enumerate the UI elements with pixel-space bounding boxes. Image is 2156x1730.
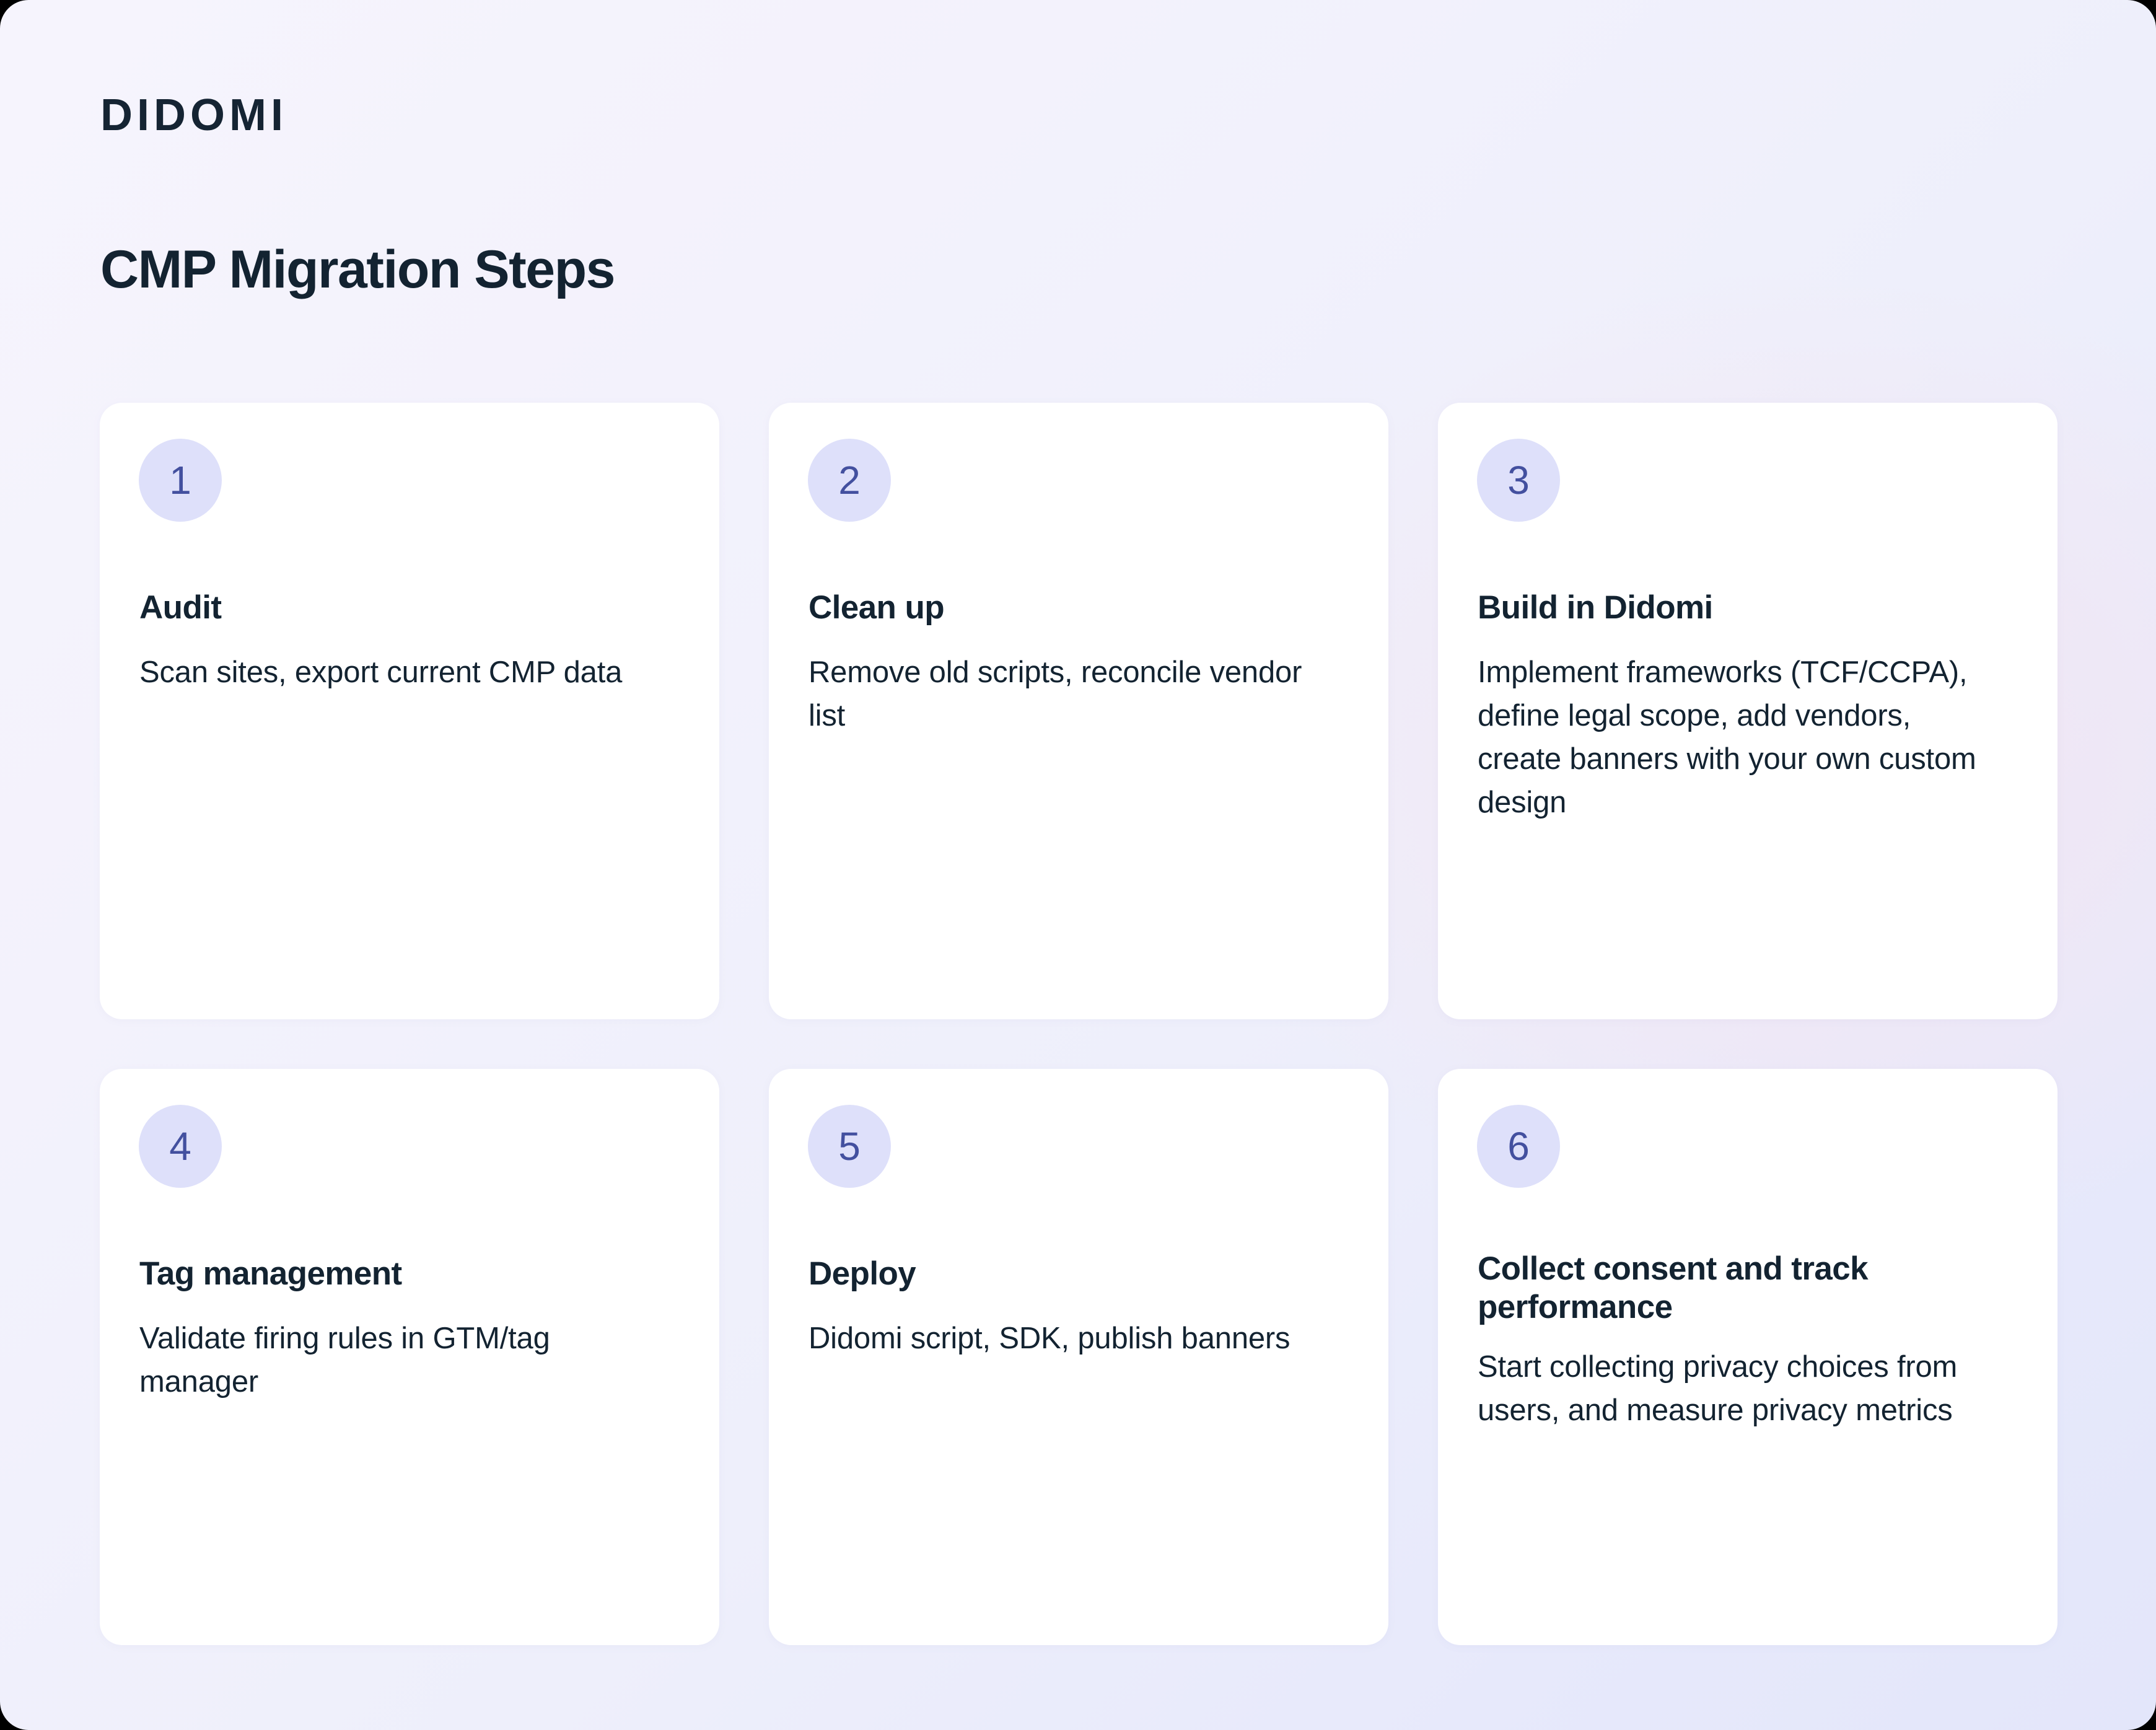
step-description-5: Didomi script, SDK, publish banners: [809, 1322, 1291, 1355]
step-description-6: Start collecting privacy choices from us…: [1478, 1350, 1958, 1428]
page-title: CMP Migration Steps: [100, 240, 616, 299]
step-number-badge-4: 4: [139, 1105, 222, 1188]
step-description-4: Validate firing rules in GTM/tag manager: [139, 1322, 550, 1399]
step-card-6: 6 Collect consent and track performance …: [1438, 1069, 2057, 1645]
step-card-5: 5 Deploy Didomi script, SDK, publish ban…: [769, 1069, 1388, 1645]
step-card-3: 3 Build in Didomi Implement frameworks (…: [1438, 403, 2057, 1019]
step-title-1: Audit: [139, 589, 222, 626]
step-title-4: Tag management: [139, 1255, 402, 1292]
step-description-3: Implement frameworks (TCF/CCPA), define …: [1478, 656, 1976, 820]
step-number-badge-2: 2: [808, 439, 891, 522]
step-number-badge-3: 3: [1477, 439, 1560, 522]
step-title-2: Clean up: [809, 589, 945, 626]
step-title-6: Collect consent and track performance: [1478, 1250, 1869, 1325]
step-description-1: Scan sites, export current CMP data: [139, 656, 623, 689]
step-description-2: Remove old scripts, reconcile vendor lis…: [809, 656, 1302, 733]
step-number-badge-5: 5: [808, 1105, 891, 1188]
step-number-badge-6: 6: [1477, 1105, 1560, 1188]
step-card-2: 2 Clean up Remove old scripts, reconcile…: [769, 403, 1388, 1019]
step-number-badge-1: 1: [139, 439, 222, 522]
step-card-4: 4 Tag management Validate firing rules i…: [100, 1069, 719, 1645]
step-title-3: Build in Didomi: [1478, 589, 1713, 626]
step-card-1: 1 Audit Scan sites, export current CMP d…: [100, 403, 719, 1019]
steps-grid: 1 Audit Scan sites, export current CMP d…: [100, 403, 2057, 1645]
step-title-5: Deploy: [809, 1255, 916, 1292]
didomi-logo: DIDOMI: [100, 90, 287, 140]
